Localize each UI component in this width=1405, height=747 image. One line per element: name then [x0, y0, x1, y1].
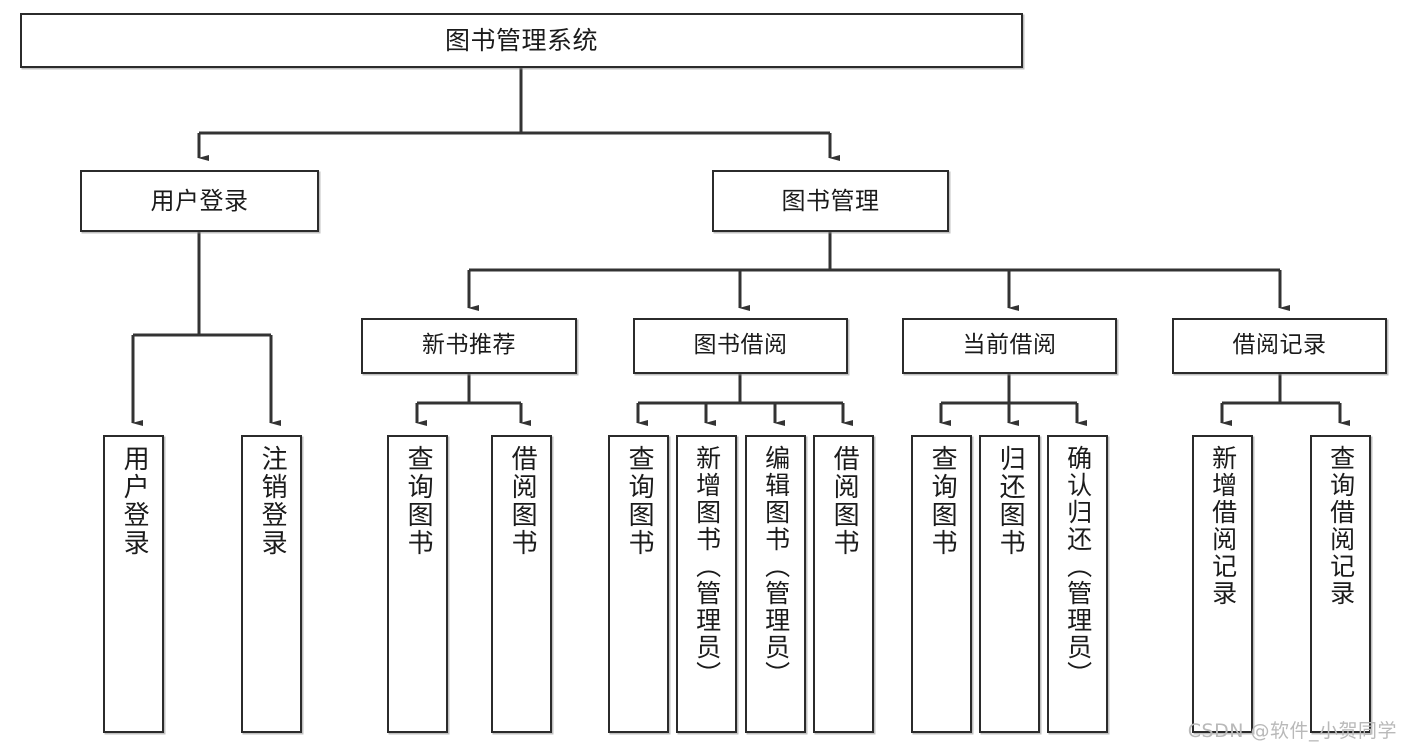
node-label: 编辑图书（管理员）	[761, 445, 791, 688]
node-label: 图书管理系统	[444, 25, 598, 55]
node-label: 新增图书（管理员）	[692, 445, 722, 688]
leaf-borrow-add-book-admin[interactable]: 新增图书（管理员）	[676, 435, 737, 733]
leaf-user-login-signout[interactable]: 注销登录	[241, 435, 302, 733]
node-new-book-recommend[interactable]: 新书推荐	[361, 318, 577, 374]
node-label: 查询图书	[927, 445, 958, 557]
node-label: 当前借阅	[962, 332, 1057, 359]
node-book-borrow[interactable]: 图书借阅	[633, 318, 848, 374]
leaf-record-add-record[interactable]: 新增借阅记录	[1192, 435, 1253, 733]
node-label: 归还图书	[995, 445, 1026, 557]
node-label: 借阅图书	[829, 445, 860, 557]
node-label: 确认归还（管理员）	[1063, 445, 1093, 688]
node-label: 图书借阅	[693, 332, 788, 359]
node-label: 查询借阅记录	[1326, 445, 1356, 607]
node-label: 查询图书	[403, 445, 434, 557]
leaf-current-return-book[interactable]: 归还图书	[979, 435, 1040, 733]
node-label: 新书推荐	[422, 332, 516, 359]
node-label: 查询图书	[624, 445, 655, 557]
node-label: 用户登录	[150, 186, 249, 215]
csdn-watermark: CSDN @软件_小贺同学	[1187, 720, 1397, 742]
node-current-borrow[interactable]: 当前借阅	[902, 318, 1117, 374]
leaf-user-login-signin[interactable]: 用户登录	[103, 435, 164, 733]
leaf-borrow-query-book[interactable]: 查询图书	[608, 435, 669, 733]
leaf-current-query-book[interactable]: 查询图书	[911, 435, 972, 733]
leaf-recommend-borrow-book[interactable]: 借阅图书	[491, 435, 552, 733]
node-label: 图书管理	[781, 186, 880, 215]
node-label: 注销登录	[257, 445, 288, 557]
node-label: 用户登录	[119, 445, 150, 557]
leaf-current-confirm-return-admin[interactable]: 确认归还（管理员）	[1047, 435, 1108, 733]
leaf-borrow-borrow-book[interactable]: 借阅图书	[813, 435, 874, 733]
node-borrow-record[interactable]: 借阅记录	[1172, 318, 1387, 374]
node-user-login[interactable]: 用户登录	[80, 170, 319, 232]
leaf-record-query-record[interactable]: 查询借阅记录	[1310, 435, 1371, 733]
node-label: 借阅记录	[1232, 332, 1327, 359]
node-label: 新增借阅记录	[1208, 445, 1238, 607]
leaf-recommend-query-book[interactable]: 查询图书	[387, 435, 448, 733]
node-label: 借阅图书	[507, 445, 538, 557]
leaf-borrow-edit-book-admin[interactable]: 编辑图书（管理员）	[745, 435, 806, 733]
node-root-system[interactable]: 图书管理系统	[20, 13, 1023, 68]
node-book-management[interactable]: 图书管理	[712, 170, 949, 232]
